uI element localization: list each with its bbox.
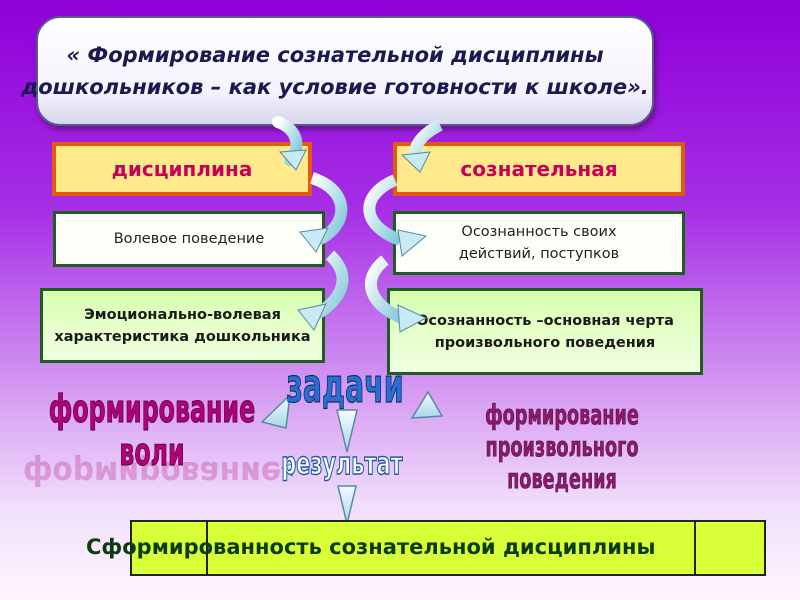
box-emotional-volitional: Эмоционально-волевая характеристика дошк…: [40, 288, 325, 363]
result-text: Сформированность сознательной дисциплины: [86, 535, 656, 559]
box-awareness-actions: Осознанность своих действий, поступков: [393, 211, 685, 275]
box-volitional-behavior: Волевое поведение: [53, 211, 325, 267]
header-discipline: дисциплина: [52, 142, 312, 196]
left-arrowhead-2: [299, 227, 329, 253]
wordart-left-goal: формирование формирование воли: [23, 387, 281, 493]
right-goal-line2: произвольного: [485, 431, 638, 463]
left-goal-line1: формирование: [49, 387, 255, 431]
right-goal-line3: поведения: [507, 463, 617, 495]
slide-title: « Формирование сознательной дисциплины д…: [21, 43, 649, 99]
triangle-right: [410, 390, 444, 419]
result-bar-divider-left: [206, 522, 208, 574]
right-goal-line1: формирование: [485, 399, 639, 431]
box-emotional-volitional-text: Эмоционально-волевая характеристика дошк…: [54, 306, 311, 345]
title-box: « Формирование сознательной дисциплины д…: [21, 16, 654, 126]
triangle-small: [281, 461, 297, 477]
triangle-down-1: [336, 409, 358, 453]
header-discipline-label: дисциплина: [111, 157, 253, 181]
box-volitional-behavior-text: Волевое поведение: [113, 231, 265, 247]
box-awareness-main-trait-text: Осознанность –основная черта произвольно…: [416, 312, 674, 351]
wordart-right-goal: формирование произвольного поведения: [485, 398, 639, 495]
left-goal-line2: воли: [119, 430, 184, 474]
header-conscious: сознательная: [393, 142, 685, 196]
left-goal-reflection-1: формирование: [23, 454, 281, 493]
wordart-result: результат: [281, 446, 403, 482]
result-bar: [130, 520, 766, 576]
box-awareness-actions-text: Осознанность своих действий, поступков: [458, 224, 620, 262]
triangle-down-2: [337, 485, 357, 525]
right-arrowhead-3: [397, 304, 428, 333]
right-arrowhead-1: [400, 151, 431, 173]
result-bar-divider-right: [694, 522, 696, 574]
box-awareness-main-trait: Осознанность –основная черта произвольно…: [387, 288, 703, 375]
left-arrowhead-3: [297, 303, 327, 331]
left-arrowhead-1: [278, 149, 307, 171]
triangle-left: [260, 392, 291, 429]
right-arrowhead-2: [397, 229, 428, 257]
wordart-tasks: задачи: [286, 360, 404, 415]
header-conscious-label: сознательная: [460, 157, 618, 181]
